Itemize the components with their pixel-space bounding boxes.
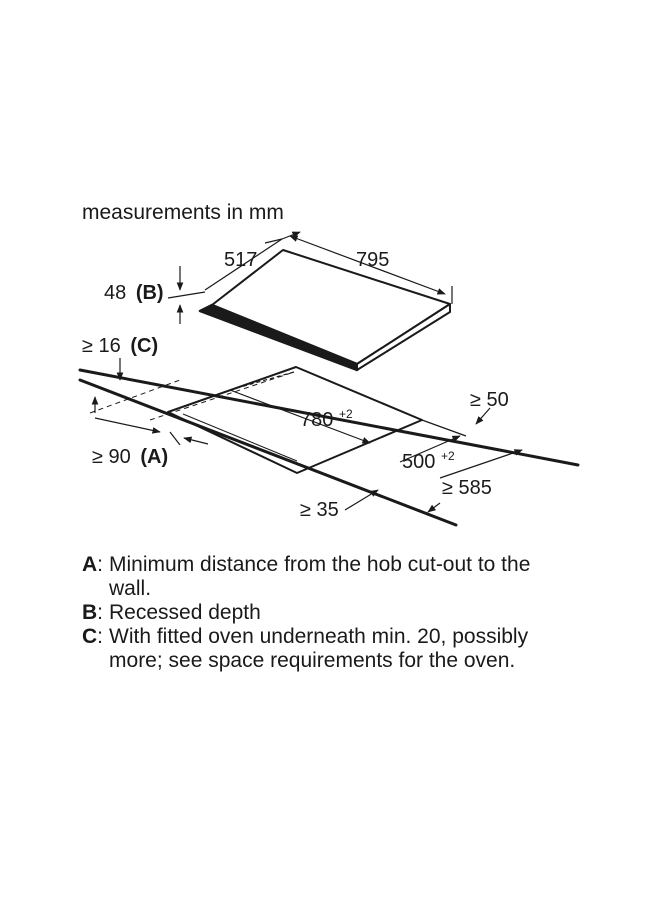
- cutout-width-label: 780 +2: [300, 407, 353, 431]
- front-edge-label: ≥ 35: [300, 499, 339, 521]
- legend-key: A: [82, 553, 98, 576]
- legend-item-b: B: Recessed depth: [82, 601, 642, 625]
- cutout-depth-tolerance: +2: [441, 449, 455, 463]
- oven-gap-key: (C): [130, 335, 158, 357]
- worktop-outline: [78, 368, 580, 527]
- legend-key: B: [82, 601, 98, 624]
- legend-item-c: C: With fitted oven underneath min. 20, …: [82, 625, 642, 673]
- legend-separator: :: [97, 601, 104, 624]
- hob-width-label: 795: [356, 249, 389, 271]
- worktop-depth-label: ≥ 585: [442, 477, 492, 499]
- dimension-lines: [91, 231, 523, 513]
- legend-separator: :: [97, 625, 104, 648]
- projection-lines: [89, 371, 295, 421]
- legend-item-a: A: Minimum distance from the hob cut-out…: [82, 553, 642, 601]
- wall-distance-value: ≥ 90: [92, 446, 131, 468]
- cutout-depth-label: 500 +2: [402, 449, 455, 473]
- legend-key: C: [82, 625, 98, 648]
- wall-distance-key: (A): [140, 446, 168, 468]
- legend-text: Recessed depth: [109, 601, 261, 624]
- hob-depth-label: 517: [224, 249, 257, 271]
- cutout-width-value: 780: [300, 409, 333, 431]
- legend-separator: :: [97, 553, 104, 576]
- oven-gap-value: ≥ 16: [82, 335, 121, 357]
- recess-depth-key: (B): [136, 282, 164, 304]
- legend: A: Minimum distance from the hob cut-out…: [82, 553, 642, 673]
- cutout-width-tolerance: +2: [339, 407, 353, 421]
- legend-text: Minimum distance from the hob cut-out to…: [109, 553, 531, 600]
- cutout-depth-value: 500: [402, 451, 435, 473]
- side-clearance-label: ≥ 50: [470, 389, 509, 411]
- legend-text: With fitted oven underneath min. 20, pos…: [109, 625, 529, 672]
- diagram-title: measurements in mm: [82, 201, 284, 224]
- oven-gap-label: ≥ 16 (C): [82, 335, 158, 357]
- recess-depth-value: 48: [104, 282, 126, 304]
- recess-depth-label: 48 (B): [104, 282, 164, 304]
- cutout-opening: [167, 366, 423, 474]
- wall-distance-label: ≥ 90 (A): [92, 446, 168, 468]
- hob-panel: [198, 249, 451, 372]
